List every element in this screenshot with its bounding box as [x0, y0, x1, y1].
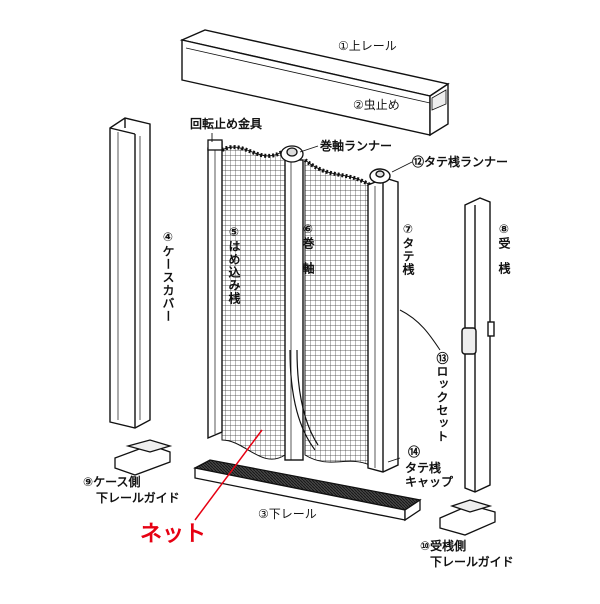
label-receiver-side-guide-2: 下レールガイド [430, 555, 514, 569]
label-winding-shaft-2: 軸 [301, 262, 315, 275]
label-shaft-runner: 巻軸ランナー [320, 139, 393, 153]
leader-lines [211, 133, 413, 463]
receiver-bar [461, 197, 495, 493]
label-receiver-side-guide-1: ⑩受桟側 [420, 539, 467, 553]
label-vertical-bar-cap-num: ⑭ [408, 445, 421, 459]
top-rail [179, 29, 450, 137]
label-winding-shaft-1: ⑥巻 [301, 222, 315, 250]
label-vertical-bar-cap-2: キャップ [405, 475, 454, 489]
label-vertical-bar-runner: ⑫タテ桟ランナー [412, 155, 509, 169]
label-rotation-stop: 回転止め金具 [190, 117, 263, 131]
label-lock-set: ⑬ロックセット [435, 352, 449, 443]
label-receiver-bar-1: ⑧受 [497, 222, 511, 250]
label-top-rail: ①上レール [338, 39, 397, 53]
case-cover [109, 117, 151, 429]
label-receiver-bar-2: 桟 [497, 262, 511, 275]
label-insert-bar: ⑤はめ込み桟 [227, 225, 241, 305]
label-case-side-guide-1: ⑨ケース側 [83, 475, 141, 489]
label-vertical-bar: ⑦タテ桟 [401, 222, 415, 276]
receiver-side-bottom-guide [439, 499, 496, 536]
label-bottom-rail: ③下レール [258, 507, 317, 521]
label-case-cover: ④ケースカバー [161, 230, 175, 323]
net-pointer-line [194, 429, 263, 521]
insert-bar [207, 140, 223, 440]
bottom-rail [193, 459, 422, 522]
vertical-bar [367, 168, 399, 473]
lock-set-leader [399, 309, 441, 351]
label-insect-stop: ②虫止め [353, 98, 400, 112]
shaft-runner [207, 139, 304, 163]
label-case-side-guide-2: 下レールガイド [96, 491, 180, 505]
label-vertical-bar-cap-1: タテ桟 [405, 461, 442, 475]
case-side-bottom-guide [114, 439, 173, 476]
label-net: ネット [140, 522, 207, 547]
